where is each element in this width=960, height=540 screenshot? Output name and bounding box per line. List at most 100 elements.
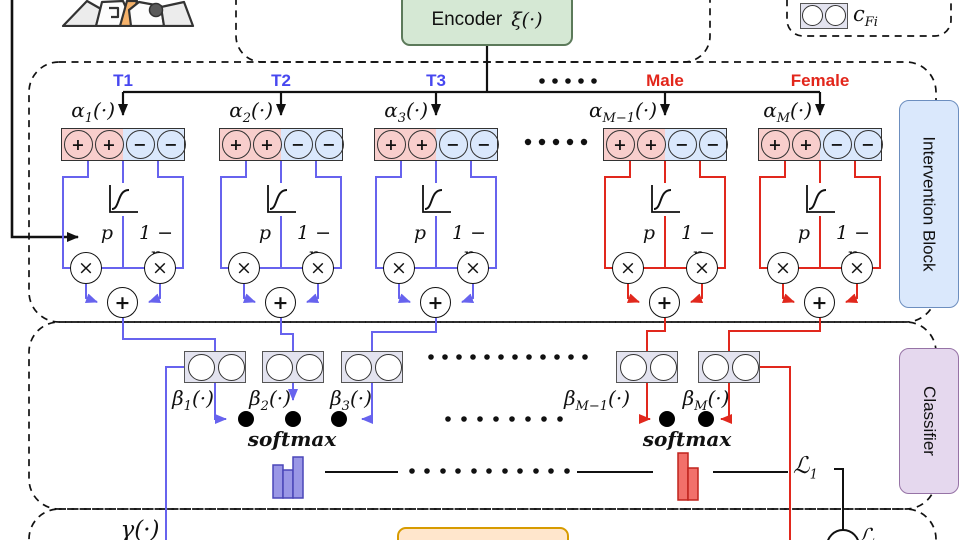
p-label: p xyxy=(413,222,427,244)
cell: − xyxy=(314,130,344,159)
logit-node xyxy=(238,411,254,427)
sigmoid-icon xyxy=(648,183,682,216)
sum-node: + xyxy=(107,287,138,318)
cell: − xyxy=(853,130,883,159)
concept-cells-t3: + + − − xyxy=(374,128,499,161)
encoder-box: Encoder ξ(·) xyxy=(401,0,573,46)
gamma-function-label: γ(·) xyxy=(120,517,160,540)
red-descent-wire xyxy=(759,366,791,540)
cell: − xyxy=(667,130,697,159)
cell: + xyxy=(252,130,282,159)
p-label: p xyxy=(797,222,811,244)
multiply-node: × xyxy=(457,252,489,284)
encoder-label: Encoder xyxy=(431,9,503,30)
softmax-label-right: softmax xyxy=(642,427,732,451)
p-label: p xyxy=(642,222,656,244)
cell: + xyxy=(94,130,124,159)
intervention-block-label: Intervention Block xyxy=(899,100,959,308)
encoder-symbol: ξ(·) xyxy=(511,9,543,31)
loss-1-label: ℒ1 xyxy=(793,453,818,483)
cell: − xyxy=(156,130,186,159)
logit-node xyxy=(659,411,675,427)
cell: + xyxy=(636,130,666,159)
legend-circle xyxy=(825,5,846,26)
logit-node xyxy=(331,411,347,427)
multiply-node: × xyxy=(612,252,644,284)
decoder-box xyxy=(397,527,569,540)
beta-concept-box-2 xyxy=(262,351,324,383)
multiply-node: × xyxy=(302,252,334,284)
alpha-m-1-label: αM−1(·) xyxy=(589,98,657,126)
cell: + xyxy=(221,130,251,159)
sum-node: + xyxy=(649,287,680,318)
legend-concept-pair xyxy=(800,3,848,29)
beta-3-label: β3(·) xyxy=(330,386,372,414)
gamma-wire xyxy=(165,366,184,540)
sum-node: + xyxy=(265,287,296,318)
cell: + xyxy=(760,130,790,159)
doctor-icon xyxy=(61,0,195,27)
sigmoid-icon xyxy=(264,183,298,216)
encoder-distribution-lines xyxy=(118,46,825,116)
loss-partial-label: ℒ xyxy=(858,525,874,540)
task-label-male: Male xyxy=(646,71,684,90)
cell: − xyxy=(125,130,155,159)
loss-chain-lines xyxy=(325,468,844,530)
softmax-label-left: softmax xyxy=(247,427,337,451)
loss-sum-node xyxy=(827,529,859,540)
classifier-block-outline xyxy=(28,321,937,510)
cell: + xyxy=(63,130,93,159)
cell: − xyxy=(822,130,852,159)
legend-symbol: cFi xyxy=(853,2,878,31)
beta-m-label: βM(·) xyxy=(682,386,730,414)
beta-concept-box-1 xyxy=(184,351,246,383)
multiply-node: × xyxy=(686,252,718,284)
cell: − xyxy=(438,130,468,159)
beta-concept-box-3 xyxy=(341,351,403,383)
task-label-t3: T3 xyxy=(426,71,446,90)
logit-node xyxy=(285,411,301,427)
legend-outline xyxy=(786,0,952,37)
ellipsis-dots xyxy=(409,78,597,474)
cell: + xyxy=(791,130,821,159)
cell: − xyxy=(469,130,499,159)
logit-node xyxy=(698,411,714,427)
sigmoid-icon xyxy=(803,183,837,216)
concept-cells-t2: + + − − xyxy=(219,128,344,161)
task-label-t1: T1 xyxy=(113,71,133,90)
beta-concept-box-m xyxy=(698,351,760,383)
multiply-node: × xyxy=(144,252,176,284)
cell: − xyxy=(283,130,313,159)
beta-1-label: β1(·) xyxy=(172,386,214,414)
blue-probability-bars xyxy=(272,456,304,499)
alpha-1-label: α1(·) xyxy=(71,98,115,126)
multiply-node: × xyxy=(767,252,799,284)
cell: + xyxy=(605,130,635,159)
p-label: p xyxy=(258,222,272,244)
concept-cells-male: + + − − xyxy=(603,128,728,161)
multiply-node: × xyxy=(228,252,260,284)
p-label: p xyxy=(100,222,114,244)
red-probability-bars xyxy=(677,452,699,501)
sigmoid-icon xyxy=(419,183,453,216)
beta-concept-box-m-1 xyxy=(616,351,678,383)
task-label-female: Female xyxy=(790,71,850,90)
cell: − xyxy=(698,130,728,159)
sigmoid-icon xyxy=(106,183,140,216)
concept-cells-female: + + − − xyxy=(758,128,883,161)
concept-cells-t1: + + − − xyxy=(61,128,186,161)
alpha-m-label: αM(·) xyxy=(763,98,812,126)
legend-circle xyxy=(802,5,823,26)
multiply-node: × xyxy=(383,252,415,284)
cell: + xyxy=(376,130,406,159)
external-input-arrow xyxy=(10,0,79,242)
sum-node: + xyxy=(420,287,451,318)
alpha-2-label: α2(·) xyxy=(229,98,273,126)
cell: + xyxy=(407,130,437,159)
sum-node: + xyxy=(804,287,835,318)
beta-m-1-label: βM−1(·) xyxy=(563,386,630,414)
classifier-label: Classifier xyxy=(899,348,959,494)
multiply-node: × xyxy=(841,252,873,284)
multiply-node: × xyxy=(70,252,102,284)
